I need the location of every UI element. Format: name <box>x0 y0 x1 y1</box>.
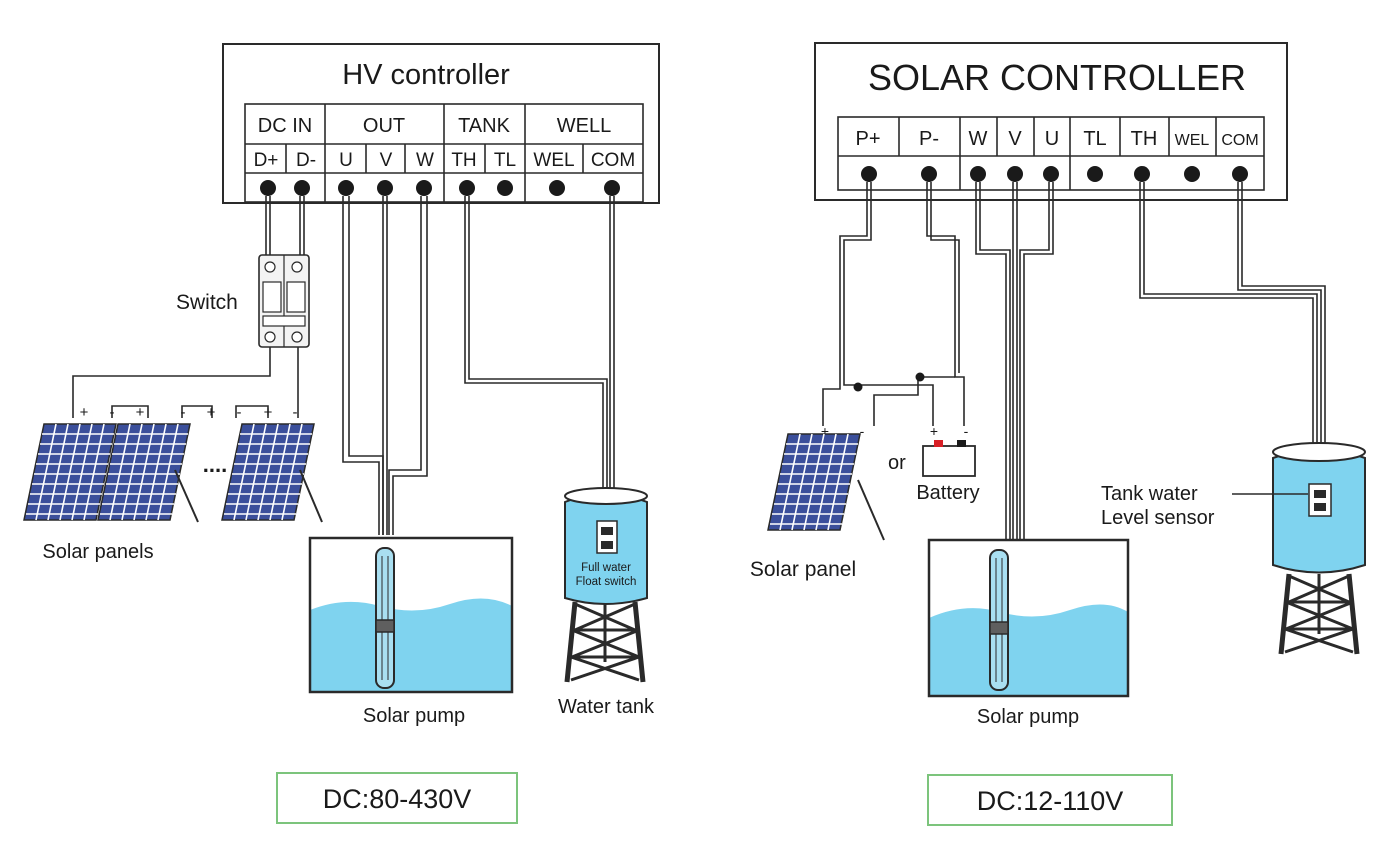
float-switch-text-1: Full water <box>581 562 631 574</box>
terminal-dot-com <box>1232 166 1248 182</box>
terminal-dot-w <box>416 180 432 196</box>
hv-wiring <box>72 196 615 535</box>
terminal-label-tl: TL <box>494 150 516 171</box>
terminal-dot-d-minus <box>294 180 310 196</box>
panel-sign: - <box>293 404 298 421</box>
solar-wiring <box>822 182 1326 540</box>
terminal-dot-wel <box>549 180 565 196</box>
terminal-dot-w <box>970 166 986 182</box>
terminal-dot-th <box>459 180 475 196</box>
solar-pump-icon <box>989 549 1009 691</box>
terminal-dot-p-plus <box>861 166 877 182</box>
panel-sign: + <box>821 423 829 439</box>
solar-panels-array <box>23 423 323 523</box>
terminal-label-tl: TL <box>1083 128 1106 150</box>
solar-voltage-label: DC:12-110V <box>977 786 1124 816</box>
panel-sign: + <box>136 404 145 421</box>
hv-pump-well <box>308 536 514 694</box>
solar-controller-title: SOLAR CONTROLLER <box>868 57 1246 98</box>
sensor-label-2: Level sensor <box>1101 507 1215 529</box>
terminal-label-p-plus: P+ <box>855 128 880 150</box>
battery-sign: + <box>930 423 938 439</box>
terminal-label-com: COM <box>1221 132 1258 149</box>
panel-sign: + <box>207 404 216 421</box>
switch-label: Switch <box>176 291 238 314</box>
terminal-label-p-minus: P- <box>919 128 939 150</box>
battery-label: Battery <box>916 482 979 504</box>
hv-water-tank: Full water Float switch <box>564 487 648 682</box>
solar-controller: SOLAR CONTROLLER P+ P- W V U TL TH WEL C… <box>814 42 1288 201</box>
terminal-label-w: W <box>969 128 988 150</box>
solar-voltage-box <box>927 774 1173 826</box>
terminal-label-v: V <box>1008 128 1022 150</box>
panel-sign: - <box>181 404 186 421</box>
battery-sign: - <box>964 423 969 439</box>
level-sensor-icon <box>1308 483 1332 517</box>
hv-pump-label: Solar pump <box>363 705 465 727</box>
hv-controller: HV controller DC IN OUT TANK WELL D+ D- … <box>222 43 660 204</box>
terminal-label-wel: WEL <box>533 150 574 171</box>
terminal-dot-p-minus <box>921 166 937 182</box>
terminal-label-com: COM <box>591 150 635 171</box>
dc-switch <box>258 254 310 348</box>
terminal-dot-tl <box>497 180 513 196</box>
panel-sign: - <box>237 404 242 421</box>
solar-panels-label: Solar panels <box>42 541 153 563</box>
panel-sign: - <box>860 423 865 439</box>
terminal-dot-u <box>338 180 354 196</box>
level-sensor-tank <box>1272 442 1366 654</box>
terminal-dot-d-plus <box>260 180 276 196</box>
battery-icon <box>922 440 976 477</box>
panel-sign: - <box>110 404 115 421</box>
terminal-label-u: U <box>339 150 353 171</box>
terminal-label-th: TH <box>451 150 476 171</box>
group-label-tank: TANK <box>458 115 511 137</box>
sensor-label-1: Tank water <box>1101 483 1198 505</box>
terminal-label-w: W <box>416 150 434 171</box>
terminal-dot-v <box>377 180 393 196</box>
terminal-label-u: U <box>1045 128 1059 150</box>
hv-voltage-label: DC:80-430V <box>323 784 472 814</box>
terminal-label-v: V <box>380 150 393 171</box>
panel-sign: + <box>264 404 273 421</box>
hv-controller-title: HV controller <box>342 59 510 91</box>
terminal-label-d-minus: D- <box>296 150 316 171</box>
solar-pump-well <box>927 538 1130 698</box>
panel-sign: + <box>80 404 89 421</box>
or-label: or <box>888 452 906 474</box>
terminal-dot-tl <box>1087 166 1103 182</box>
water-tank-label: Water tank <box>558 696 655 718</box>
group-label-dc-in: DC IN <box>258 115 312 137</box>
group-label-well: WELL <box>557 115 611 137</box>
terminal-dot-th <box>1134 166 1150 182</box>
terminal-label-th: TH <box>1131 128 1158 150</box>
terminal-dot-v <box>1007 166 1023 182</box>
solar-panel-label: Solar panel <box>750 558 856 581</box>
solar-pump-label: Solar pump <box>977 706 1079 728</box>
hv-voltage-box <box>276 772 518 824</box>
solar-panel-single <box>767 433 885 541</box>
terminal-label-d-plus: D+ <box>254 150 279 171</box>
group-label-out: OUT <box>363 115 405 137</box>
terminal-dot-com <box>604 180 620 196</box>
hv-pump-icon <box>375 547 395 689</box>
terminal-dot-u <box>1043 166 1059 182</box>
float-switch-text-2: Float switch <box>576 576 637 588</box>
terminal-label-wel: WEL <box>1175 132 1210 149</box>
more-panels-dots: .... <box>203 452 227 477</box>
terminal-dot-wel <box>1184 166 1200 182</box>
